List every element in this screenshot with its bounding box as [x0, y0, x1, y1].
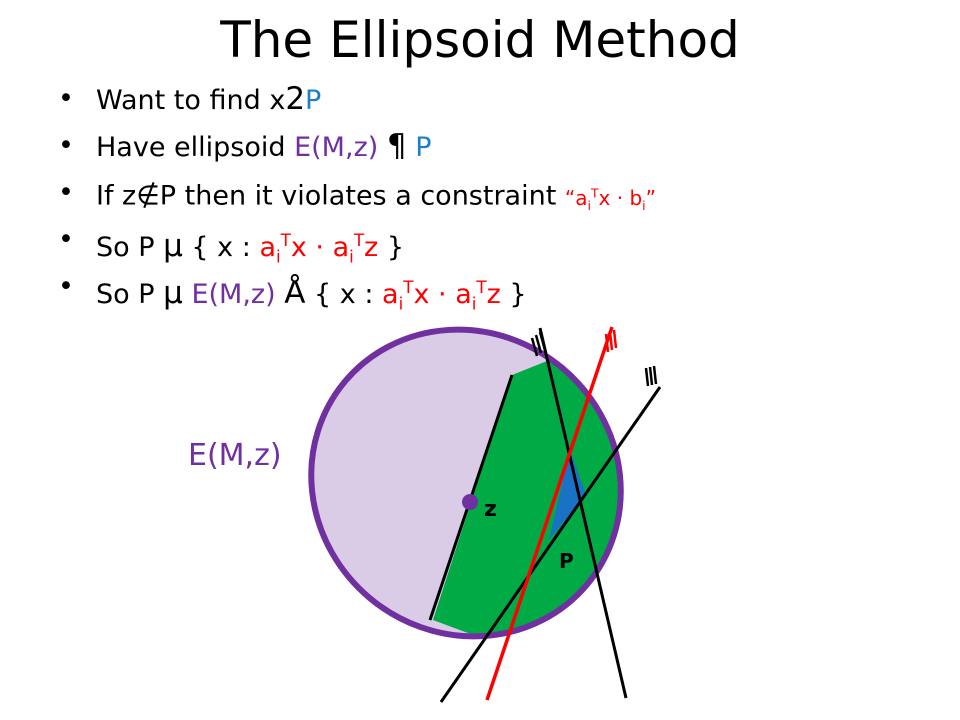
bullet-5-cap: Å: [284, 275, 306, 311]
violated-constraint-line: [485, 326, 614, 701]
bullet-5-halfspace: aiTx · aiTz: [382, 277, 501, 314]
subscript-i: i: [642, 197, 646, 213]
bullet-4: • So P μ { x : aiTx · aiTz }: [58, 219, 656, 266]
center-label: z: [484, 497, 497, 522]
subscript-i: i: [587, 197, 591, 213]
superscript-t: T: [280, 230, 291, 250]
slide-title: The Ellipsoid Method: [220, 11, 740, 69]
halfspace-a: a: [382, 279, 399, 310]
bullet-4-pre: So P: [96, 232, 164, 263]
subscript-i: i: [398, 293, 404, 314]
superscript-t: T: [353, 230, 365, 250]
bullet-5-mu: μ: [163, 275, 183, 311]
bullet-4-mid: { x :: [182, 232, 260, 263]
bullet-2-symbol: ¶: [386, 128, 407, 164]
ellipsoid-outline: [308, 326, 624, 640]
constraint-line-2: [439, 386, 662, 703]
constraint-x-b: x · b: [598, 185, 643, 210]
bullet-3-notin: ∉: [136, 180, 160, 212]
halfspace-x-a: x · a: [413, 279, 472, 310]
constraint-line-1: [538, 327, 628, 699]
bullet-2-text: Have ellipsoid: [96, 132, 295, 163]
feasible-region-p: [549, 450, 586, 540]
bullet-3: • If z∉P then it violates a constraint “…: [58, 172, 656, 219]
bullet-5-mid: { x :: [305, 279, 383, 310]
bullet-dot: •: [58, 130, 74, 161]
halfspace-x-a: x · a: [290, 232, 350, 263]
bullet-3-mid: P then it violates a constraint: [159, 180, 565, 212]
bullet-4-halfspace: aiTx · aiTz: [259, 230, 379, 267]
bullet-dot: •: [58, 83, 74, 114]
bullet-2-ellipsoid: E(M,z): [294, 132, 379, 163]
bullet-1: • Want to find x2P: [58, 78, 656, 125]
bullet-2: • Have ellipsoid E(M,z) ¶ P: [58, 125, 656, 172]
bullet-3-constraint: “aiTx · bi”: [564, 185, 656, 213]
subscript-i: i: [349, 246, 354, 267]
bullet-1-text: Want to find x: [96, 85, 286, 116]
hatch-marks-2: [644, 365, 658, 387]
bullet-dot: •: [58, 177, 74, 208]
subscript-i: i: [275, 246, 281, 267]
bullet-1-symbol: 2: [285, 81, 306, 117]
subscript-i: i: [471, 293, 477, 314]
region-label: P: [559, 549, 574, 573]
bullet-5-close: }: [500, 279, 527, 310]
bullet-5-ellipsoid: E(M,z): [191, 279, 276, 310]
hatch-marks-1: [530, 331, 547, 357]
superscript-t: T: [590, 185, 599, 200]
bullet-5-pre: So P: [96, 279, 164, 310]
ellipsoid-label: E(M,z): [188, 438, 282, 473]
bullet-1-p: P: [305, 85, 322, 116]
bullet-dot: •: [58, 271, 74, 302]
bullet-3-pre: If z: [96, 180, 137, 212]
bullet-2-p: P: [415, 132, 432, 163]
superscript-t: T: [403, 277, 414, 297]
bullet-list: • Want to find x2P • Have ellipsoid E(M,…: [58, 78, 656, 313]
halfspace-z: z: [486, 279, 501, 310]
halfspace-z: z: [364, 232, 379, 263]
superscript-t: T: [476, 277, 487, 297]
bullet-5: • So P μ E(M,z) Å { x : aiTx · aiTz }: [58, 266, 656, 313]
bullet-4-close: }: [378, 232, 404, 263]
center-point: [462, 494, 478, 510]
hatch-marks-red: [604, 329, 618, 353]
bullet-4-mu: μ: [163, 228, 183, 264]
bullet-dot: •: [58, 224, 74, 255]
constraint-close-quote: ”: [645, 185, 656, 210]
halfspace-a: a: [259, 232, 276, 263]
constraint-a: “a: [564, 185, 588, 210]
